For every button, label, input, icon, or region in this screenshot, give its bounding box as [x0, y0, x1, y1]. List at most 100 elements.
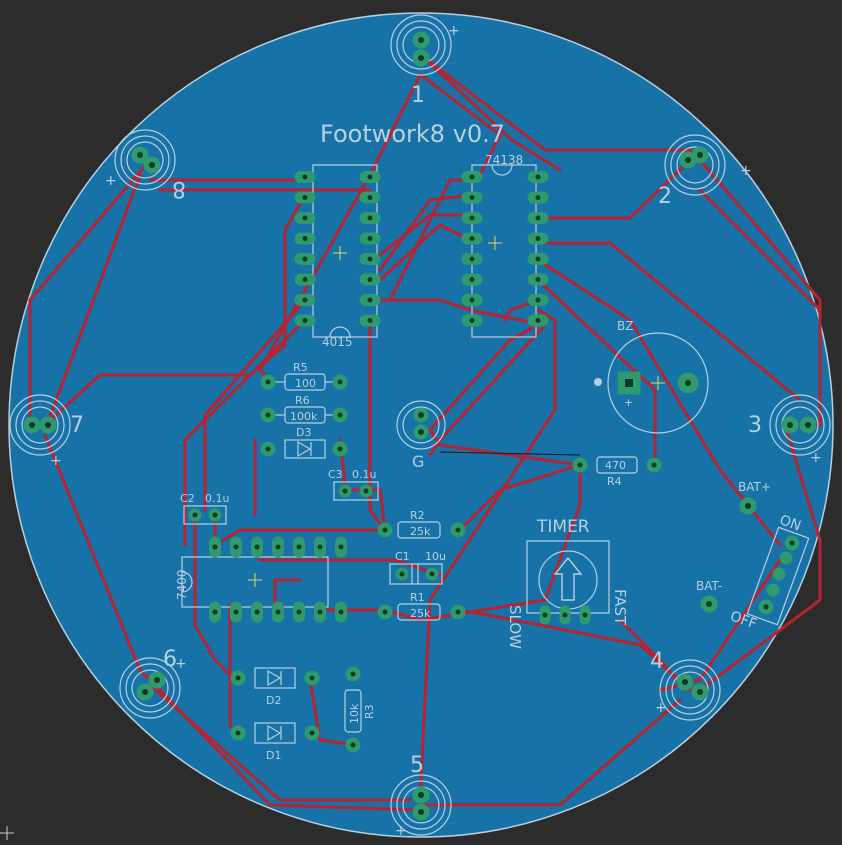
ic-pin-hole — [317, 609, 323, 615]
resistor-r1[interactable]: R1 25k — [377, 591, 466, 621]
chip-74138-label: 74138 — [485, 153, 523, 167]
chip-74138[interactable]: 74138 — [471, 153, 537, 338]
ic-pin-hole — [367, 195, 373, 200]
ic-pin-hole — [535, 215, 541, 221]
svg-text:+: + — [655, 700, 667, 716]
resistor-r2-value: 25k — [410, 525, 431, 538]
capacitor-c3-value: 0.1u — [352, 468, 376, 481]
capacitor-c1-value: 10u — [425, 550, 446, 563]
ic-pin-hole — [469, 297, 475, 303]
buzzer-ref: BZ — [617, 319, 633, 333]
ic-pin-hole — [367, 297, 373, 303]
resistor-r4-value: 470 — [605, 459, 626, 472]
ic-pin-hole — [212, 544, 218, 550]
diode-d3[interactable]: D3 — [260, 426, 348, 459]
ic-pin-hole — [367, 236, 373, 241]
connector-3[interactable]: + — [769, 394, 831, 466]
resistor-r2[interactable]: R2 25k — [377, 509, 466, 539]
resistor-r6-value: 100k — [290, 410, 318, 423]
ic-pin-hole — [296, 609, 302, 615]
ic-pins — [209, 171, 549, 623]
buzzer-bz[interactable]: BZ + — [594, 319, 709, 434]
board-title: Footwork8 v0.7 — [320, 120, 505, 148]
connector-7[interactable]: + — [9, 394, 71, 469]
ic-pin-hole — [535, 195, 541, 200]
ic-pin-hole — [338, 609, 344, 615]
capacitor-c3[interactable]: C3 0.1u — [328, 468, 379, 501]
ic-pin-hole — [469, 256, 475, 262]
ic-pin-hole — [367, 277, 373, 282]
ic-pin-hole — [302, 174, 308, 180]
diode-d3-ref: D3 — [296, 426, 311, 439]
ic-pin-hole — [302, 236, 308, 241]
ic-pin-hole — [469, 277, 475, 282]
ic-pin-hole — [302, 318, 308, 323]
capacitor-c3-ref: C3 — [328, 468, 343, 481]
connector-5[interactable]: + — [390, 774, 452, 839]
svg-text:+: + — [740, 163, 752, 179]
connector-label-1: 1 — [411, 83, 425, 108]
buzzer-plus: + — [624, 396, 633, 409]
switch-on-label: ON — [777, 512, 803, 534]
ic-pin-hole — [367, 174, 373, 180]
resistor-r5-value: 100 — [295, 377, 316, 390]
ic-pin-hole — [233, 609, 239, 615]
capacitor-c2-value: 0.1u — [205, 492, 229, 505]
battery-minus-pad[interactable]: BAT- — [696, 579, 722, 613]
capacitor-c1[interactable]: C1 10u — [389, 550, 446, 585]
ic-pin-hole — [302, 277, 308, 282]
svg-text:+: + — [50, 453, 62, 469]
traces — [28, 53, 822, 812]
connector-1[interactable]: + — [390, 14, 460, 76]
ic-pin-hole — [296, 544, 302, 550]
resistor-r6[interactable]: R6 100k — [260, 394, 348, 424]
chip-4015[interactable]: 4015 — [312, 164, 378, 349]
ic-pin-hole — [367, 215, 373, 221]
ic-pin-hole — [469, 174, 475, 180]
resistor-r4-ref: R4 — [607, 475, 622, 488]
center-mount — [396, 400, 446, 450]
connector-label-6: 6 — [163, 647, 177, 672]
connector-6[interactable]: + — [119, 656, 187, 719]
ic-pin-hole — [302, 297, 308, 303]
connector-2[interactable]: + — [664, 134, 752, 196]
ic-pin-hole — [367, 318, 373, 323]
connector-8[interactable]: + — [105, 129, 176, 191]
resistor-r4[interactable]: 470 R4 — [572, 456, 662, 488]
ic-pin-hole — [275, 544, 281, 550]
origin-crosshair — [0, 826, 14, 840]
resistor-r3-value: 10k — [348, 703, 361, 724]
diode-d1-ref: D1 — [266, 749, 281, 762]
connector-4[interactable]: + — [655, 659, 721, 721]
ic-pin-hole — [535, 318, 541, 323]
connector-label-3: 3 — [748, 413, 762, 438]
ic-pin-hole — [302, 195, 308, 200]
timer-slow-label: SLOW — [506, 605, 524, 649]
battery-plus-pad[interactable]: BAT+ — [738, 480, 771, 515]
diode-d2-ref: D2 — [266, 694, 281, 707]
timer-fast-label: FAST — [611, 589, 629, 626]
battery-minus-label: BAT- — [696, 579, 722, 593]
ic-pin-hole — [469, 236, 475, 241]
airwire — [439, 451, 581, 456]
connector-label-2: 2 — [658, 184, 672, 209]
chip-7400-label: 7400 — [175, 569, 189, 600]
ic-pin-hole — [254, 609, 260, 615]
resistor-r1-value: 25k — [410, 607, 431, 620]
capacitor-c1-ref: C1 — [395, 550, 410, 563]
ic-pin-hole — [317, 544, 323, 550]
diode-d1[interactable]: D1 — [230, 722, 320, 762]
timer-potentiometer[interactable]: TIMER SLOW FAST — [506, 517, 629, 649]
resistor-r3[interactable]: 10k R3 — [344, 666, 376, 753]
svg-text:+: + — [105, 173, 117, 189]
power-switch[interactable]: ON OFF — [728, 512, 810, 633]
diode-d2[interactable]: D2 — [230, 667, 320, 707]
ic-pin-hole — [469, 195, 475, 200]
capacitor-c2[interactable]: C2 0.1u — [180, 492, 229, 525]
ic-pin-hole — [469, 318, 475, 323]
ic-pin-hole — [338, 544, 344, 550]
resistor-r5[interactable]: R5 100 — [260, 361, 348, 391]
chip-4015-label: 4015 — [322, 335, 353, 349]
connector-label-8: 8 — [172, 176, 186, 201]
resistor-r5-ref: R5 — [293, 361, 308, 374]
